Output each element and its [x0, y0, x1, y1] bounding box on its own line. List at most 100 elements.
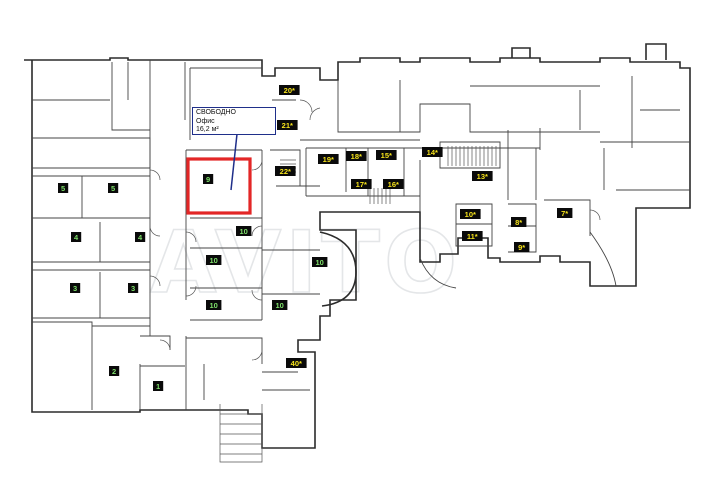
room-label-r1[interactable]: 1 [153, 381, 164, 391]
room-label-text: 9 [206, 175, 210, 184]
room-label-text: 40* [291, 359, 302, 368]
callout-status: СВОБОДНО [196, 109, 236, 116]
room-label-text: 4 [74, 233, 79, 242]
room-label-box [511, 217, 527, 227]
walls [24, 43, 691, 463]
room-label-box [346, 151, 367, 161]
room-label-text: 21* [282, 121, 293, 130]
room-label-box [557, 208, 573, 218]
room-label-r10b[interactable]: 10 [206, 255, 222, 265]
room-label-box [318, 154, 339, 164]
room-label-box [514, 242, 530, 252]
room-label-text: 10* [465, 210, 476, 219]
room-label-text: 20* [284, 86, 295, 95]
room-label-r5b[interactable]: 5 [108, 183, 119, 193]
room-label-text: 5 [61, 184, 65, 193]
room-label-box [206, 300, 222, 310]
room-label-r10d[interactable]: 10 [206, 300, 222, 310]
room-label-box [109, 366, 120, 376]
room-label-text: 10 [316, 258, 324, 267]
room-label-box [128, 283, 139, 293]
room-label-r3a[interactable]: 3 [70, 283, 81, 293]
room-label-box [460, 209, 481, 219]
room-label-box [70, 283, 81, 293]
highlighted-room-frame[interactable] [186, 157, 252, 215]
room-label-box [272, 300, 288, 310]
room-label-r10a[interactable]: 10 [236, 226, 252, 236]
room-label-r19[interactable]: 19* [318, 154, 339, 164]
room-label-box [286, 358, 307, 368]
room-label-r7[interactable]: 7* [557, 208, 573, 218]
room-label-box [58, 183, 69, 193]
room-label-r13[interactable]: 13* [472, 171, 493, 181]
room-label-r3b[interactable]: 3 [128, 283, 139, 293]
room-label-box [71, 232, 82, 242]
room-label-box [203, 174, 214, 184]
room-label-text: 10 [240, 227, 248, 236]
room-label-r9s[interactable]: 9* [514, 242, 530, 252]
room-label-box [462, 231, 483, 241]
room-label-text: 15* [381, 151, 392, 160]
room-label-r10e[interactable]: 10 [272, 300, 288, 310]
room-label-box [277, 120, 298, 130]
room-label-text: 9* [518, 243, 525, 252]
callout-box[interactable]: СВОБОДНО Офис 16,2 м² [192, 107, 276, 135]
room-label-r15[interactable]: 15* [376, 150, 397, 160]
callout-area: 16,2 м² [196, 126, 219, 133]
room-label-text: 18* [351, 152, 362, 161]
room-label-text: 22* [280, 167, 291, 176]
room-label-r21[interactable]: 21* [277, 120, 298, 130]
room-label-r40[interactable]: 40* [286, 358, 307, 368]
room-label-box [383, 179, 404, 189]
room-label-r20[interactable]: 20* [279, 85, 300, 95]
room-label-text: 3 [131, 284, 135, 293]
room-label-text: 19* [323, 155, 334, 164]
room-label-text: 8* [515, 218, 522, 227]
room-label-r4a[interactable]: 4 [71, 232, 82, 242]
room-label-box [376, 150, 397, 160]
room-label-r22[interactable]: 22* [275, 166, 296, 176]
room-label-text: 10 [210, 301, 218, 310]
room-label-text: 10 [276, 301, 284, 310]
room-label-text: 14* [427, 148, 438, 157]
room-label-box [108, 183, 119, 193]
room-label-box [351, 179, 372, 189]
room-label-r17[interactable]: 17* [351, 179, 372, 189]
room-label-text: 1 [156, 382, 160, 391]
room-label-text: 3 [73, 284, 77, 293]
room-label-text: 4 [138, 233, 143, 242]
room-label-r14[interactable]: 14* [422, 147, 443, 157]
room-label-box [422, 147, 443, 157]
room-label-box [472, 171, 493, 181]
room-label-text: 16* [388, 180, 399, 189]
room-label-r18[interactable]: 18* [346, 151, 367, 161]
room-labels: 20*21*22*19*18*15*14*17*16*13*10*11*8*7*… [58, 85, 573, 391]
room-label-r10c[interactable]: 10 [312, 257, 328, 267]
room-label-text: 11* [467, 232, 478, 241]
room-label-box [236, 226, 252, 236]
room-label-r9[interactable]: 9 [203, 174, 214, 184]
room-label-text: 13* [477, 172, 488, 181]
room-label-box [312, 257, 328, 267]
room-label-r11[interactable]: 11* [462, 231, 483, 241]
room-label-text: 5 [111, 184, 115, 193]
room-label-r8[interactable]: 8* [511, 217, 527, 227]
room-label-box [153, 381, 164, 391]
room-label-box [135, 232, 146, 242]
room-label-r16[interactable]: 16* [383, 179, 404, 189]
callout-pointer [230, 133, 238, 191]
room-label-box [206, 255, 222, 265]
room-label-text: 2 [112, 367, 116, 376]
room-label-r2[interactable]: 2 [109, 366, 120, 376]
room-label-text: 10 [210, 256, 218, 265]
room-label-box [279, 85, 300, 95]
room-label-box [275, 166, 296, 176]
room-label-text: 7* [561, 209, 568, 218]
callout-type: Офис [196, 117, 215, 125]
room-label-r12[interactable]: 10* [460, 209, 481, 219]
room-label-text: 17* [356, 180, 367, 189]
room-label-r5a[interactable]: 5 [58, 183, 69, 193]
room-label-r4b[interactable]: 4 [135, 232, 146, 242]
